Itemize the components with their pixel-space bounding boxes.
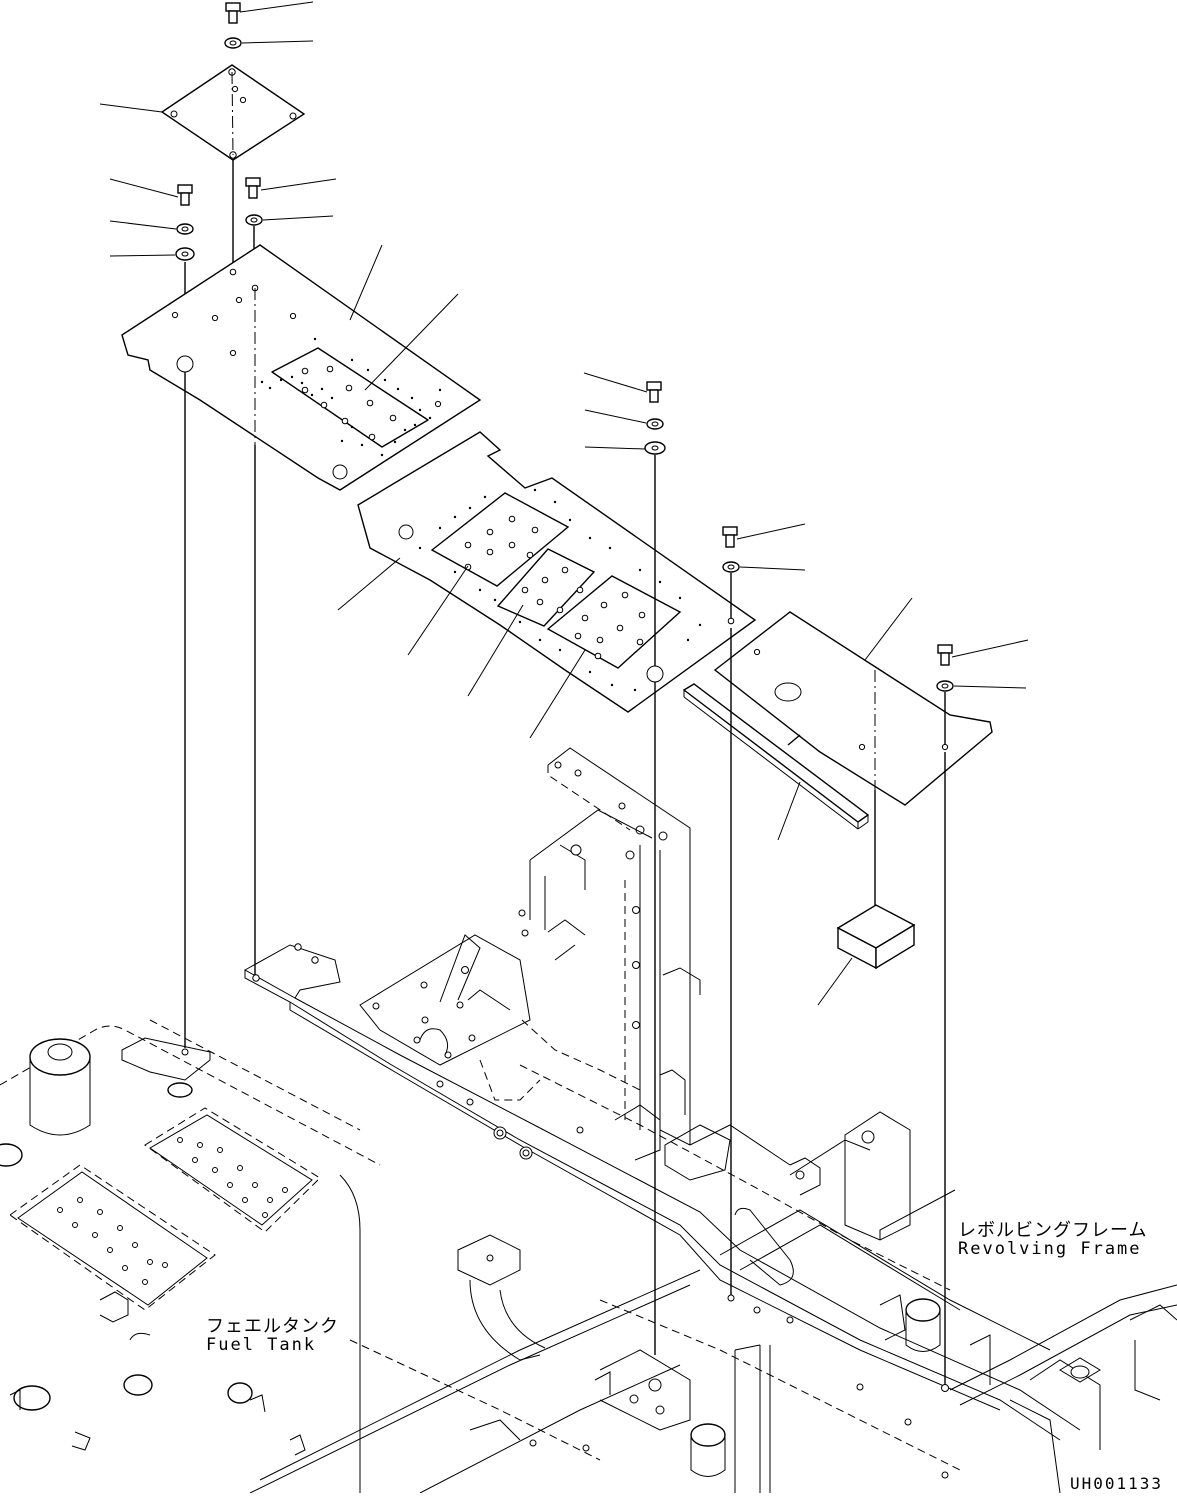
fuel-tank <box>0 1019 381 1493</box>
revolving-frame <box>519 1064 1177 1494</box>
front-floor-plate <box>121 244 482 491</box>
main-beam <box>243 943 1081 1479</box>
assembly-lines <box>184 372 946 1385</box>
fuel-tank-label-en: Fuel Tank <box>206 1334 317 1355</box>
revolving-frame-label-en: Revolving Frame <box>958 1238 1142 1259</box>
seal-strip <box>682 683 870 841</box>
second-bolt-group <box>245 177 337 285</box>
fuel-tank-label: フェエルタンク Fuel Tank <box>206 1316 339 1355</box>
bracket-structure <box>359 747 701 1161</box>
left-bolt-group <box>109 178 195 360</box>
top-bolt <box>224 1 314 49</box>
right-middle-bolt <box>722 523 806 618</box>
drawing-code: UH001133 <box>1069 1474 1163 1493</box>
right-bolt <box>936 639 1029 745</box>
pad-block <box>817 790 916 1006</box>
lower-frame <box>249 1234 701 1494</box>
revolving-frame-label: レボルビングフレーム Revolving Frame <box>958 1220 1148 1259</box>
revolving-frame-label-jp: レボルビングフレーム <box>958 1220 1148 1241</box>
right-cover-plate <box>713 597 993 806</box>
middle-floor-plate <box>337 431 757 739</box>
middle-bolt-group <box>583 372 666 666</box>
top-square-plate <box>99 64 306 272</box>
fuel-tank-label-jp: フェエルタンク <box>206 1316 339 1337</box>
